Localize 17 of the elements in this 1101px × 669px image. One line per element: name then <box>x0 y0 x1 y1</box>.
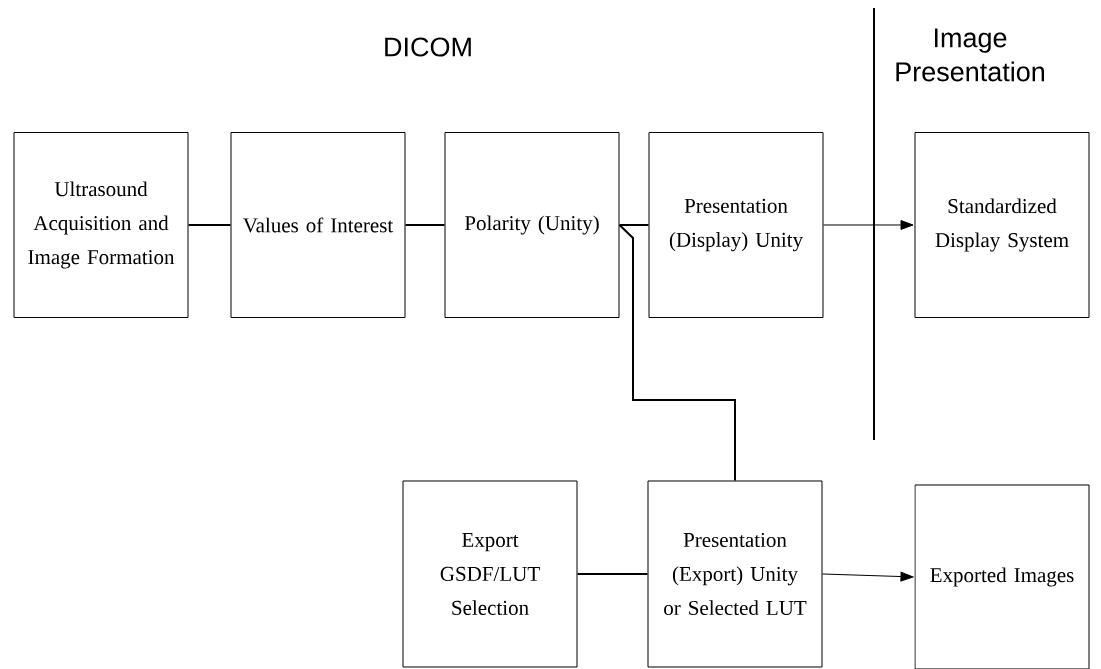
connector <box>576 573 649 575</box>
title: DICOM <box>385 37 471 57</box>
connector <box>618 224 650 226</box>
process-box: Export GSDF/LUT Selection <box>402 480 578 668</box>
section-heading: Image Presentation <box>896 28 1045 82</box>
connector <box>404 224 446 226</box>
process-box: Polarity (Unity) <box>444 132 620 318</box>
connector <box>823 220 914 230</box>
process-box: Presentation (Export) Unity or Selected LUT <box>647 480 823 668</box>
connector <box>618 224 736 482</box>
process-box: Values of Interest <box>230 132 406 318</box>
process-box: Presentation (Display) Unity <box>648 132 824 318</box>
process-box: Standardized Display System <box>914 132 1090 318</box>
connector <box>822 571 914 582</box>
process-box: Ultrasound Acquisition and Image Formation <box>13 132 189 318</box>
connector <box>187 224 232 226</box>
process-box: Exported Images <box>914 484 1090 669</box>
